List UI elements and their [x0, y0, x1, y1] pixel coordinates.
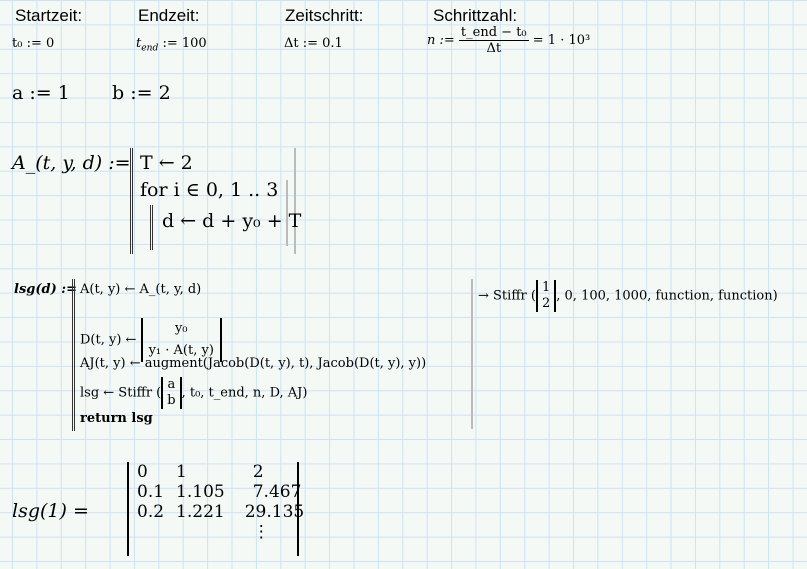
- heading-startzeit: Startzeit:: [15, 6, 83, 25]
- vec-entry: y₁ · A(t, y): [148, 343, 214, 358]
- region-edge: [294, 148, 296, 254]
- vec-entry: 2: [541, 296, 551, 311]
- result-lhs[interactable]: lsg(1) =: [12, 500, 89, 522]
- cell: 0: [137, 462, 148, 482]
- denominator: Δt: [486, 41, 502, 56]
- heading-endzeit: Endzeit:: [138, 6, 200, 25]
- numerator: t_end − t₀: [458, 25, 529, 41]
- program-bar: [72, 279, 75, 431]
- cell: 1.105: [176, 482, 225, 502]
- table-row: 0.2 1.221 29.135: [131, 502, 310, 522]
- def-t0[interactable]: t₀ := 0: [12, 36, 55, 51]
- cell: 0.1: [137, 482, 165, 502]
- cell: 0.2: [137, 502, 165, 522]
- def-b[interactable]: b := 2: [112, 82, 171, 104]
- def-dt[interactable]: Δt := 0.1: [284, 36, 343, 51]
- loop-edge: [286, 180, 288, 246]
- lsg-line3[interactable]: AJ(t, y) ← augment(Jacob(D(t, y), t), Ja…: [80, 356, 427, 371]
- arrow-stiffr: → Stiffr: [478, 288, 527, 304]
- def-a[interactable]: a := 1: [12, 82, 70, 104]
- n-lhs: n :=: [427, 33, 455, 48]
- heading-zeitschritt: Zeitschritt:: [285, 6, 364, 25]
- region-edge: [471, 279, 473, 429]
- n-result: = 1 · 10³: [532, 33, 591, 48]
- heading-schrittzahl: Schrittzahl:: [433, 6, 518, 25]
- args: , t₀, t_end, n, D, AJ: [181, 385, 303, 401]
- cell: 7.467: [252, 482, 302, 502]
- cell: 2: [252, 462, 264, 482]
- cell: 1: [176, 462, 187, 482]
- table-row: 0 1 2: [131, 462, 310, 482]
- table-row: 0.1 1.105 7.467: [131, 482, 310, 502]
- cell: [170, 522, 231, 542]
- vec-entry: 1: [541, 280, 551, 295]
- lsg-line1[interactable]: A(t, y) ← A_(t, y, d): [80, 282, 202, 297]
- vec-entry: b: [167, 393, 176, 408]
- value: := 100: [162, 36, 207, 51]
- D-vector: y₀ y₁ · A(t, y): [140, 318, 222, 362]
- func-A-line1[interactable]: T ← 2: [140, 152, 193, 174]
- stiffr: lsg ← Stiffr: [80, 385, 153, 401]
- func-lsg-lhs[interactable]: lsg(d) :=: [14, 282, 77, 297]
- table-row: ⋮: [131, 522, 310, 542]
- var-t: t: [136, 36, 142, 51]
- cell: 29.135: [244, 502, 305, 522]
- D-lhs: D(t, y) ←: [80, 332, 137, 348]
- lsg-line5[interactable]: return lsg: [80, 411, 153, 426]
- cell: 1.221: [176, 502, 225, 522]
- vec-entry: y₀: [174, 321, 188, 336]
- func-A-lhs[interactable]: A_(t, y, d) :=: [12, 152, 131, 174]
- program-bar: [130, 148, 133, 254]
- result-matrix[interactable]: 0 1 2 0.1 1.105 7.467 0.2 1.221 29.135 ⋮: [127, 462, 304, 556]
- cell: [131, 522, 170, 542]
- args: , 0, 100, 1000, function, function: [556, 288, 773, 304]
- sub-end: end: [141, 43, 159, 54]
- def-tend[interactable]: tend := 100: [136, 36, 207, 54]
- ellipsis: ⋮: [252, 522, 270, 542]
- func-A-line2[interactable]: for i ∈ 0, 1 .. 3: [140, 179, 279, 201]
- lsg-line2[interactable]: D(t, y) ← y₀ y₁ · A(t, y): [80, 318, 222, 362]
- loop-bar: [150, 205, 153, 250]
- vec-entry: a: [167, 377, 176, 392]
- func-A-line3[interactable]: d ← d + y₀ + T: [162, 210, 302, 232]
